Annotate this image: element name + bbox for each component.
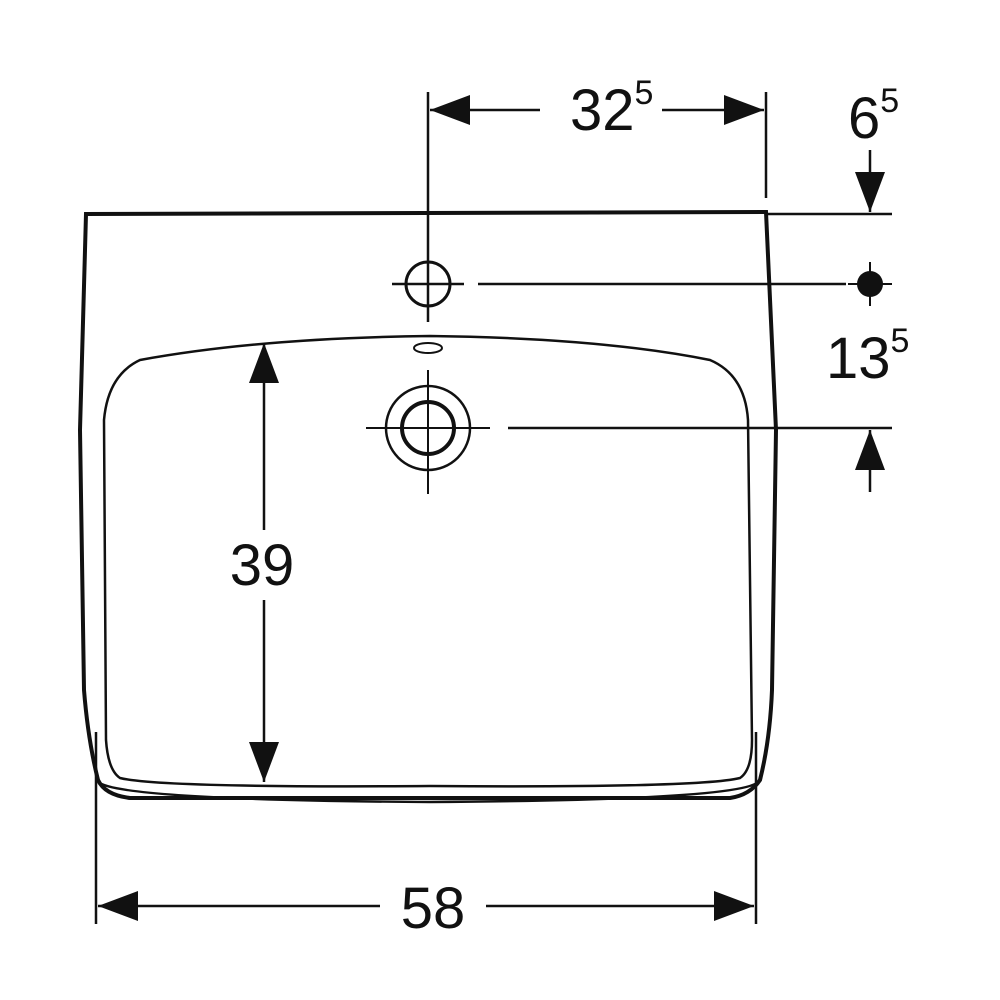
dim-label-width: 58 bbox=[401, 876, 466, 941]
drain-icon bbox=[366, 370, 490, 494]
dim-label-depth: 39 bbox=[230, 533, 295, 598]
basin-inner-bowl bbox=[102, 334, 754, 788]
dim-label-top-offset: 65 bbox=[848, 82, 899, 151]
basin-front-lip bbox=[97, 780, 759, 804]
dim-label-tap-offset: 325 bbox=[570, 74, 653, 143]
dim-label-hole-spacing: 135 bbox=[826, 322, 909, 391]
reference-dot-icon bbox=[848, 262, 892, 306]
overflow-icon bbox=[413, 342, 443, 354]
basin-outer-outline bbox=[77, 209, 779, 800]
